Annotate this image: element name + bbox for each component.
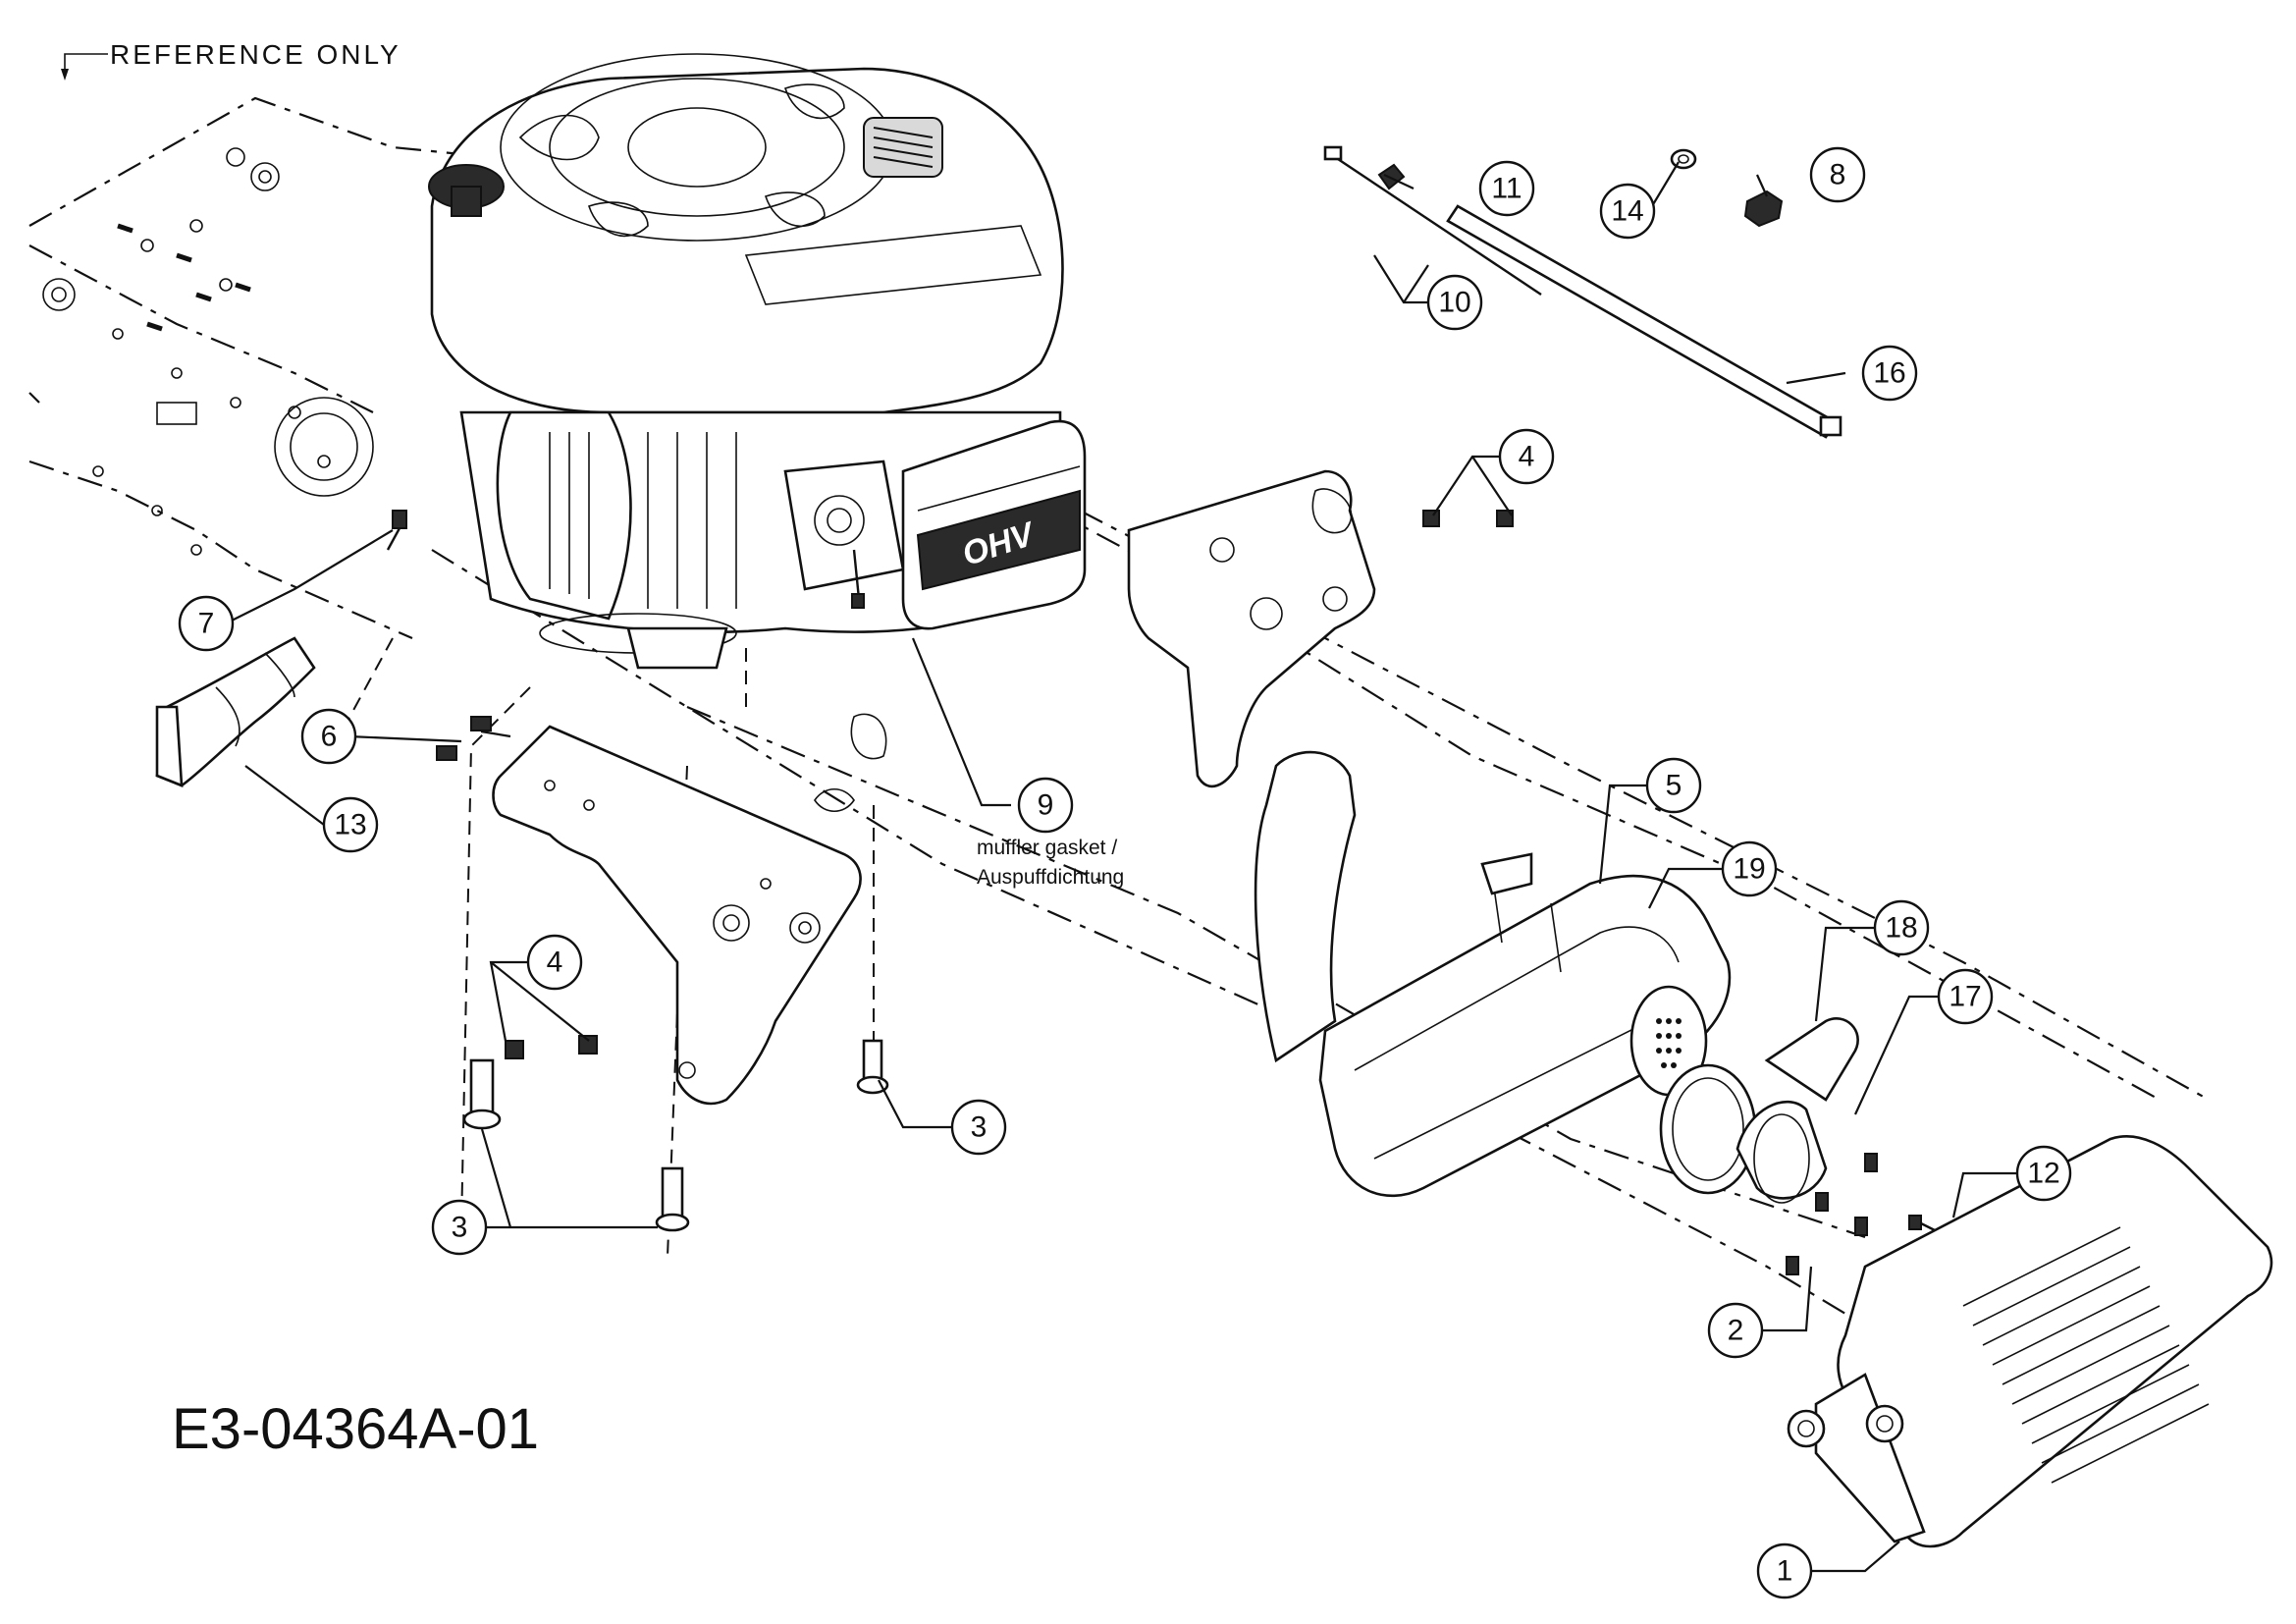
callout-3-right-label: 3 <box>971 1111 988 1144</box>
muffler <box>1254 750 1732 1198</box>
callout-2: 2 <box>1707 1302 1764 1359</box>
small-screws <box>386 510 492 761</box>
callout-18-label: 18 <box>1885 912 1917 945</box>
note-9-line2: Auspuffdichtung <box>977 866 1124 889</box>
callout-4-top-label: 4 <box>1519 441 1535 473</box>
callout-19-label: 19 <box>1733 853 1765 886</box>
callout-13-label: 13 <box>334 809 366 841</box>
heat-shield <box>1787 1135 2273 1548</box>
engine-shield: OHV <box>901 419 1087 630</box>
reference-frame <box>28 53 492 640</box>
callout-3-left-label: 3 <box>452 1212 468 1244</box>
callout-4-bottom: 4 <box>526 934 583 991</box>
callout-7: 7 <box>178 595 235 652</box>
callout-9-label: 9 <box>1038 789 1054 822</box>
left-bracket <box>492 713 887 1106</box>
callout-5-label: 5 <box>1666 770 1682 802</box>
callout-14: 14 <box>1599 183 1656 240</box>
callout-16-label: 16 <box>1873 357 1905 390</box>
engine-assembly <box>428 53 1064 670</box>
right-bracket <box>1127 469 1376 788</box>
callout-5: 5 <box>1645 757 1702 814</box>
callout-11: 11 <box>1478 160 1535 217</box>
bolts <box>462 510 1514 1232</box>
callout-16: 16 <box>1861 345 1918 402</box>
callout-13: 13 <box>322 796 379 853</box>
drawing-number: E3-04364A-01 <box>172 1397 539 1461</box>
callout-14-label: 14 <box>1611 195 1643 228</box>
callout-8: 8 <box>1809 146 1866 203</box>
callout-12-label: 12 <box>2027 1158 2059 1190</box>
callout-1-label: 1 <box>1777 1555 1793 1588</box>
callout-8-label: 8 <box>1830 159 1846 191</box>
callout-7-label: 7 <box>198 608 215 640</box>
callout-3-left: 3 <box>431 1199 488 1256</box>
note-9: muffler gasket / Auspuffdichtung <box>977 837 1124 889</box>
callout-9: 9 <box>1017 777 1074 834</box>
callout-2-label: 2 <box>1728 1315 1744 1347</box>
callout-18: 18 <box>1873 899 1930 956</box>
callout-11-label: 11 <box>1491 173 1522 205</box>
note-9-line1: muffler gasket / <box>977 837 1117 859</box>
callout-12: 12 <box>2015 1145 2072 1202</box>
callout-6-label: 6 <box>321 721 338 753</box>
gasket-flange <box>1659 1017 1949 1275</box>
callout-17: 17 <box>1937 968 1994 1025</box>
callout-6: 6 <box>300 708 357 765</box>
callout-17-label: 17 <box>1949 981 1981 1013</box>
leader-lines <box>225 161 2017 1573</box>
callout-4-top: 4 <box>1498 428 1555 485</box>
callout-3-right: 3 <box>950 1099 1007 1156</box>
reference-only-label: REFERENCE ONLY <box>110 39 401 70</box>
callout-4-bottom-label: 4 <box>547 947 563 979</box>
callout-10: 10 <box>1426 274 1483 331</box>
callout-10-label: 10 <box>1438 287 1470 319</box>
callout-1: 1 <box>1756 1543 1813 1599</box>
part-13-shield <box>155 636 316 787</box>
callout-19: 19 <box>1721 840 1778 897</box>
